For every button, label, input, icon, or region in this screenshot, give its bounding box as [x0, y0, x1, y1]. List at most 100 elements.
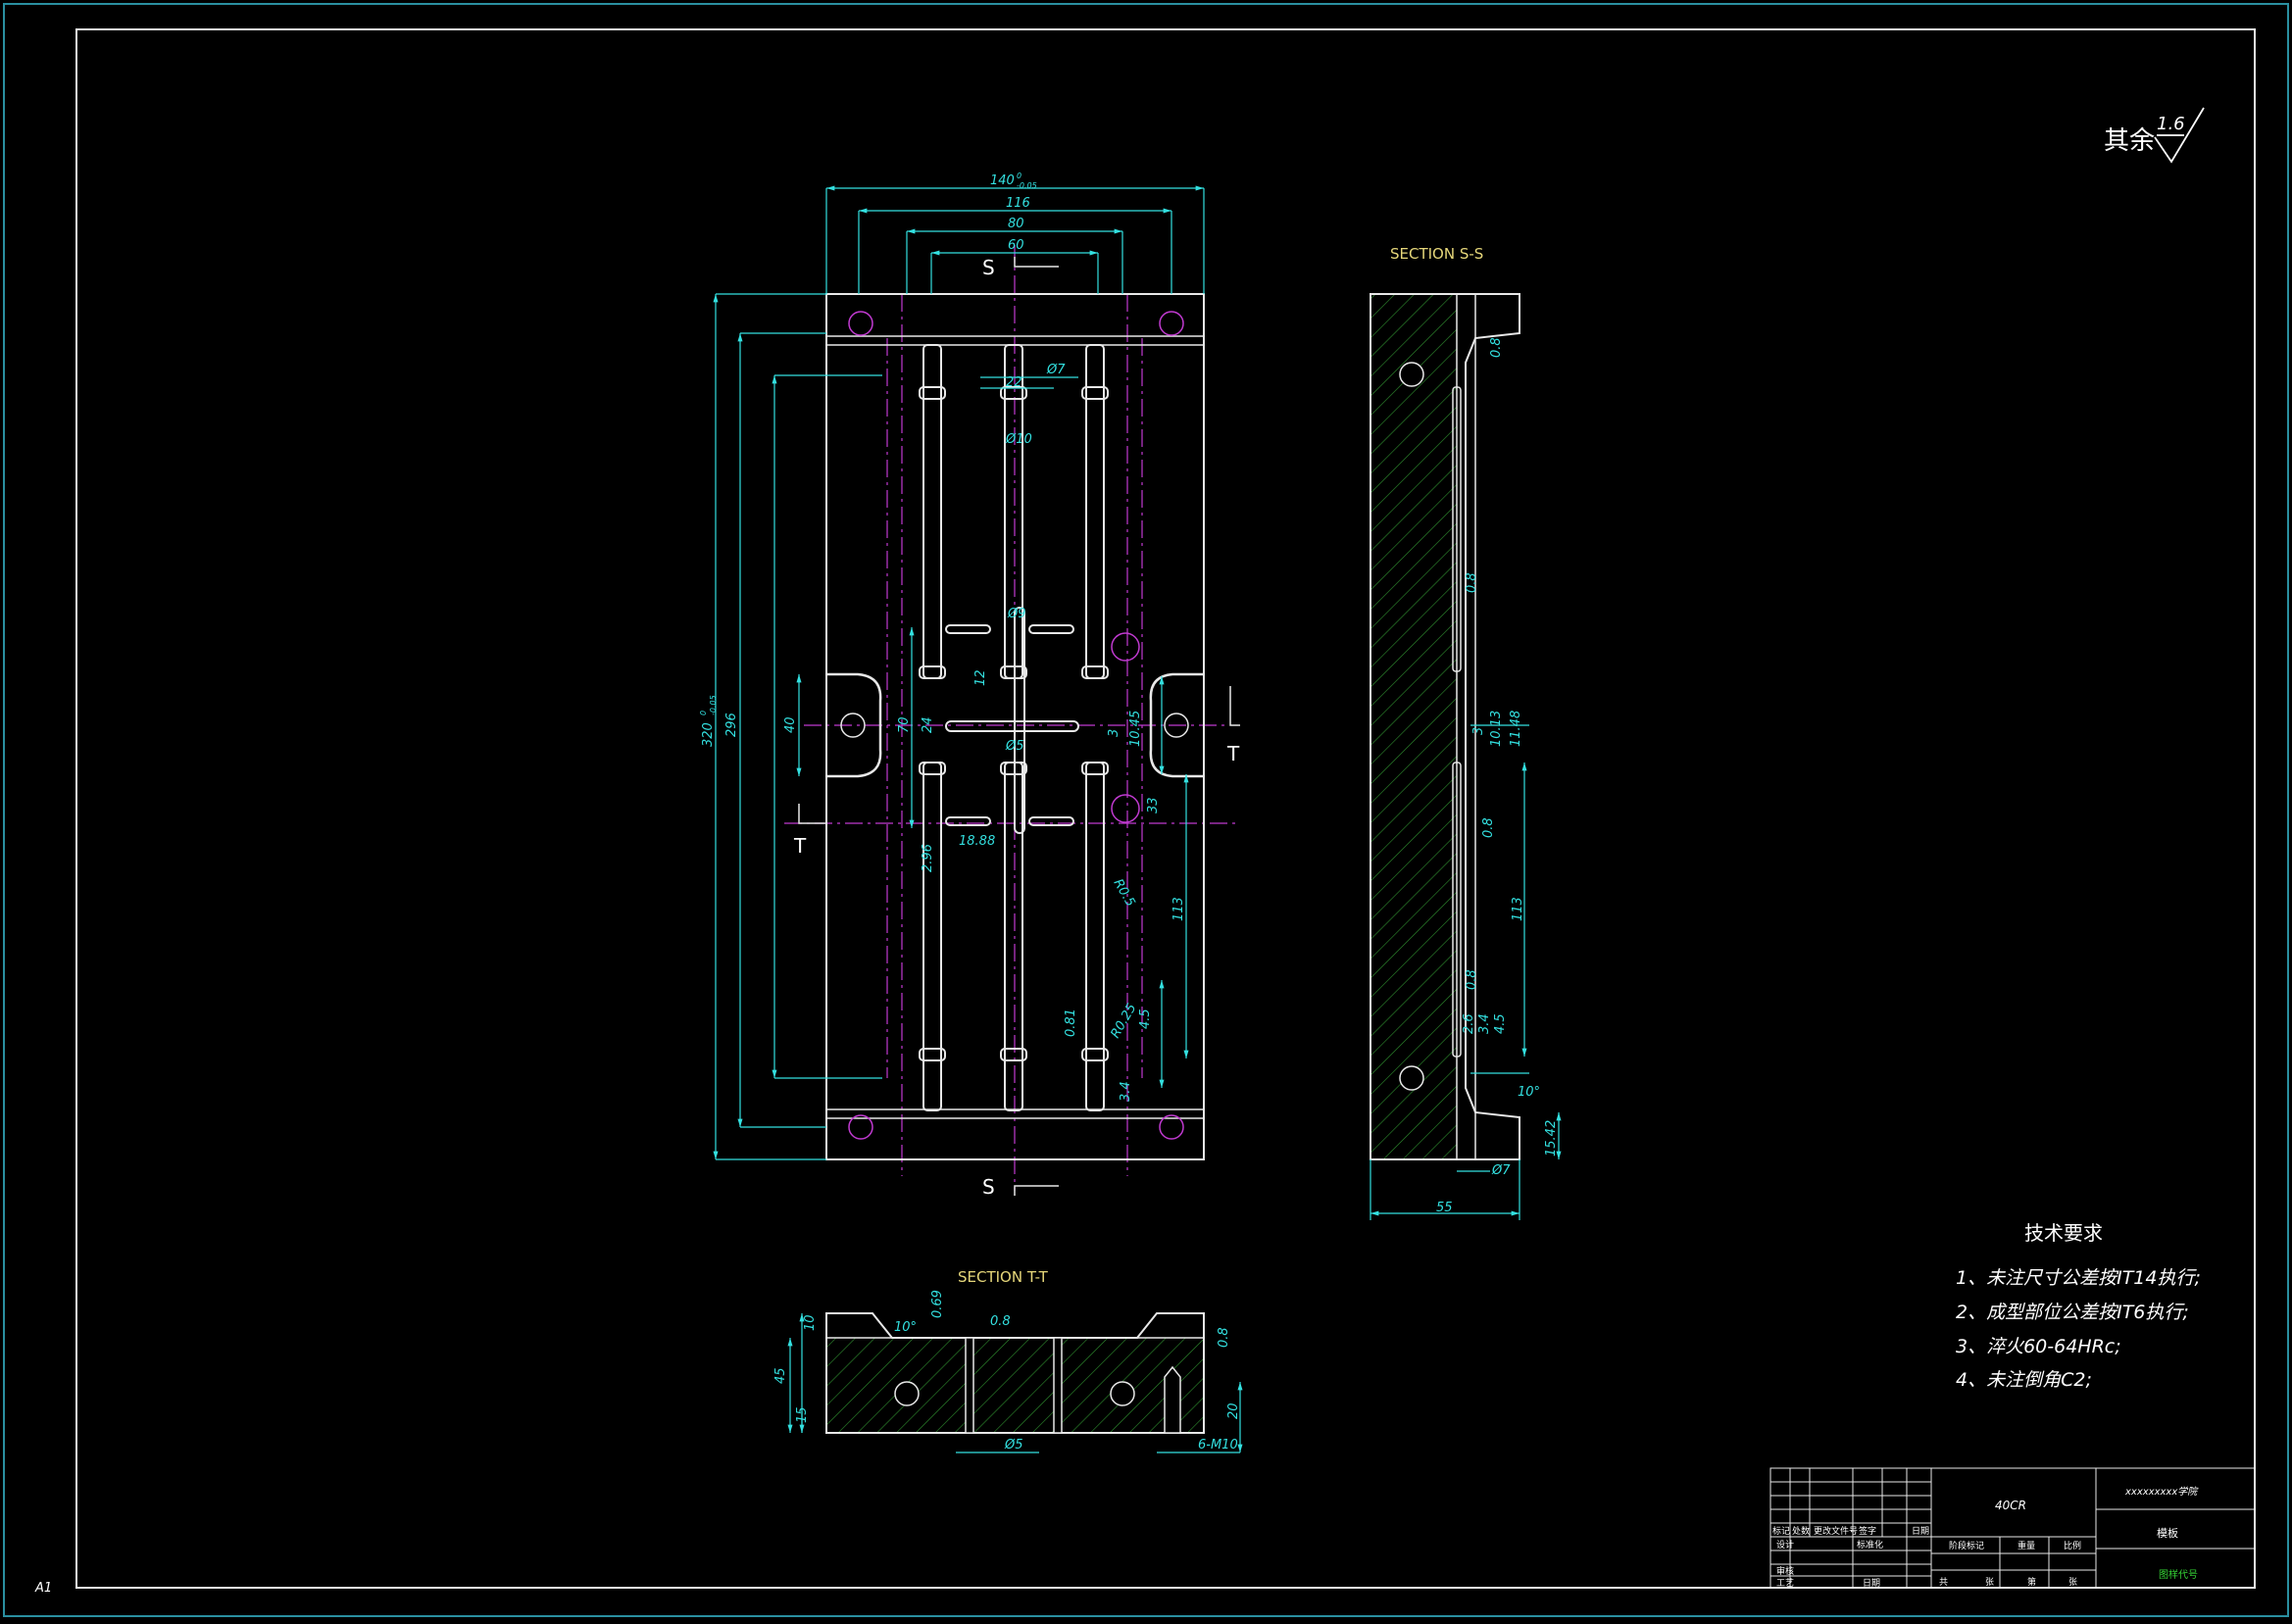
technical-requirements: 技术要求 1、未注尺寸公差按IT14执行; 2、成型部位公差按IT6执行; 3、… — [1956, 1221, 2201, 1391]
tech-req-title: 技术要求 — [2024, 1221, 2103, 1245]
tb-sheets-b: 张 — [2068, 1577, 2077, 1588]
tech-req-item-4: 4、未注倒角C2; — [1956, 1369, 2092, 1391]
tb-stage-mark: 阶段标记 — [1949, 1540, 1984, 1551]
ss-angle-10: 10° — [1518, 1085, 1540, 1100]
tt-dim-phi5: Ø5 — [1004, 1438, 1023, 1452]
dim-0-81: 0.81 — [1064, 1009, 1078, 1037]
tb-scale: 比例 — [2064, 1540, 2081, 1551]
section-ss-title: SECTION S-S — [1390, 245, 1483, 263]
dim-18-88: 18.88 — [959, 834, 995, 849]
tt-dim-10: 10 — [803, 1314, 818, 1331]
section-tt-view: SECTION T-T 10 10° 0.69 0.8 0.8 45 15 Ø5 — [773, 1268, 1243, 1453]
tb-total: 共 — [1939, 1577, 1948, 1588]
ss-roughness-4: 0.8 — [1465, 969, 1479, 990]
ss-roughness-1: 0.8 — [1489, 337, 1504, 358]
dim-width-overall: 140 — [990, 173, 1015, 188]
dim-12: 12 — [973, 669, 988, 686]
section-marker-t-right: T — [1226, 742, 1240, 765]
tt-dim-20: 20 — [1226, 1403, 1241, 1419]
tb-material: 40CR — [1995, 1499, 2026, 1512]
tb-standardize: 标准化 — [1857, 1539, 1883, 1550]
dim-3-4: 3.4 — [1119, 1081, 1133, 1102]
dim-113: 113 — [1171, 897, 1186, 921]
dim-phi5: Ø5 — [1005, 739, 1024, 754]
roughness-symbol: 其余 1.6 — [2104, 107, 2205, 164]
tech-req-item-3: 3、淬火60-64HRc; — [1956, 1336, 2121, 1357]
tt-dim-15: 15 — [795, 1406, 810, 1423]
tb-design: 设计 — [1776, 1539, 1794, 1550]
tb-approve-date: 日期 — [1863, 1578, 1880, 1589]
title-block — [1769, 1467, 2256, 1589]
tb-drawing-no: 图样代号 — [2159, 1568, 2198, 1581]
roughness-prefix: 其余 — [2104, 126, 2155, 156]
dim-height-tol-upper: 0 — [699, 711, 708, 715]
dimension-lines — [713, 185, 1205, 1160]
ss-dim-3: 3 — [1471, 727, 1486, 735]
tb-process: 工艺 — [1776, 1578, 1794, 1589]
tb-date: 日期 — [1912, 1526, 1929, 1537]
tb-weight: 重量 — [2018, 1540, 2035, 1551]
section-tt-outline — [825, 1312, 1205, 1434]
dim-r0-5: R0.5 — [1111, 877, 1138, 910]
tb-page: 第 — [2027, 1576, 2036, 1588]
inner-frame — [75, 28, 2256, 1589]
section-marker-s-bottom: S — [982, 1175, 995, 1199]
ss-dim-phi7: Ø7 — [1491, 1163, 1511, 1178]
tt-roughness-2: 0.8 — [1217, 1327, 1231, 1348]
dim-phi7: Ø7 — [1046, 363, 1066, 377]
tb-sign: 签字 — [1859, 1525, 1876, 1537]
dim-phi10: Ø10 — [1005, 432, 1032, 447]
ss-dim-113: 113 — [1511, 897, 1525, 921]
tb-part-name: 模板 — [2157, 1526, 2178, 1540]
tb-sheets-a: 张 — [1985, 1577, 1994, 1588]
cavities — [919, 344, 1109, 1111]
dim-116: 116 — [1006, 196, 1030, 211]
dim-height-tol-lower: -0.05 — [709, 695, 718, 715]
dim-r0-25: R0.25 — [1108, 1002, 1139, 1041]
section-tt-title: SECTION T-T — [958, 1268, 1049, 1286]
ss-dim-2-6: 2.6 — [1462, 1013, 1476, 1034]
section-marker-t-left: T — [793, 834, 807, 858]
dim-width-tol-lower: -0.05 — [1017, 181, 1037, 190]
section-ss-outline — [1370, 293, 1520, 1160]
tb-school: xxxxxxxxx学院 — [2124, 1486, 2199, 1498]
dim-width-tol-upper: 0 — [1017, 172, 1021, 180]
tb-change-doc: 更改文件号 — [1814, 1525, 1858, 1537]
ss-dim-10-13: 10.13 — [1489, 711, 1504, 747]
tt-roughness-1: 0.8 — [990, 1314, 1011, 1329]
outer-border — [3, 3, 2289, 1617]
section-ss-view: SECTION S-S 0.8 0.8 0.8 0.8 3 10.13 11.4 — [1370, 245, 1562, 1220]
sheet-size-label: A1 — [34, 1581, 52, 1596]
tb-mark: 标记 — [1772, 1525, 1790, 1537]
ss-dim-4-5: 4.5 — [1493, 1013, 1508, 1034]
tech-req-item-2: 2、成型部位公差按IT6执行; — [1956, 1302, 2189, 1323]
tb-count: 处数 — [1792, 1525, 1810, 1537]
dim-phi9: Ø9 — [1007, 607, 1026, 621]
tt-dim-0-69: 0.69 — [930, 1290, 945, 1318]
ss-dim-55: 55 — [1436, 1201, 1453, 1215]
dim-height-overall: 320 — [701, 722, 716, 747]
tt-dim-6-m10: 6-M10 — [1198, 1438, 1238, 1452]
dim-296: 296 — [724, 713, 739, 737]
dim-33: 33 — [1146, 797, 1161, 813]
roughness-value: 1.6 — [2157, 114, 2185, 134]
ss-dim-11-48: 11.48 — [1509, 711, 1523, 747]
dim-70: 70 — [897, 716, 912, 733]
tt-angle-10: 10° — [894, 1320, 917, 1335]
dim-10-45: 10.45 — [1128, 711, 1143, 747]
dim-40: 40 — [783, 716, 798, 733]
left-notch — [826, 672, 882, 778]
plate-outline — [825, 293, 1205, 1160]
dim-24: 24 — [921, 716, 935, 733]
section-marker-s-top: S — [982, 256, 995, 279]
dim-60: 60 — [1008, 238, 1024, 253]
dim-80: 80 — [1008, 217, 1024, 231]
dim-3: 3 — [1107, 729, 1121, 737]
main-plan-view: S S T T 140 0 -0.05 116 80 60 Ø7 22 Ø10 … — [699, 172, 1240, 1199]
ss-roughness-3: 0.8 — [1481, 817, 1496, 838]
dim-22: 22 — [1006, 375, 1022, 390]
ss-roughness-2: 0.8 — [1465, 572, 1479, 593]
tech-req-item-1: 1、未注尺寸公差按IT14执行; — [1956, 1267, 2201, 1289]
